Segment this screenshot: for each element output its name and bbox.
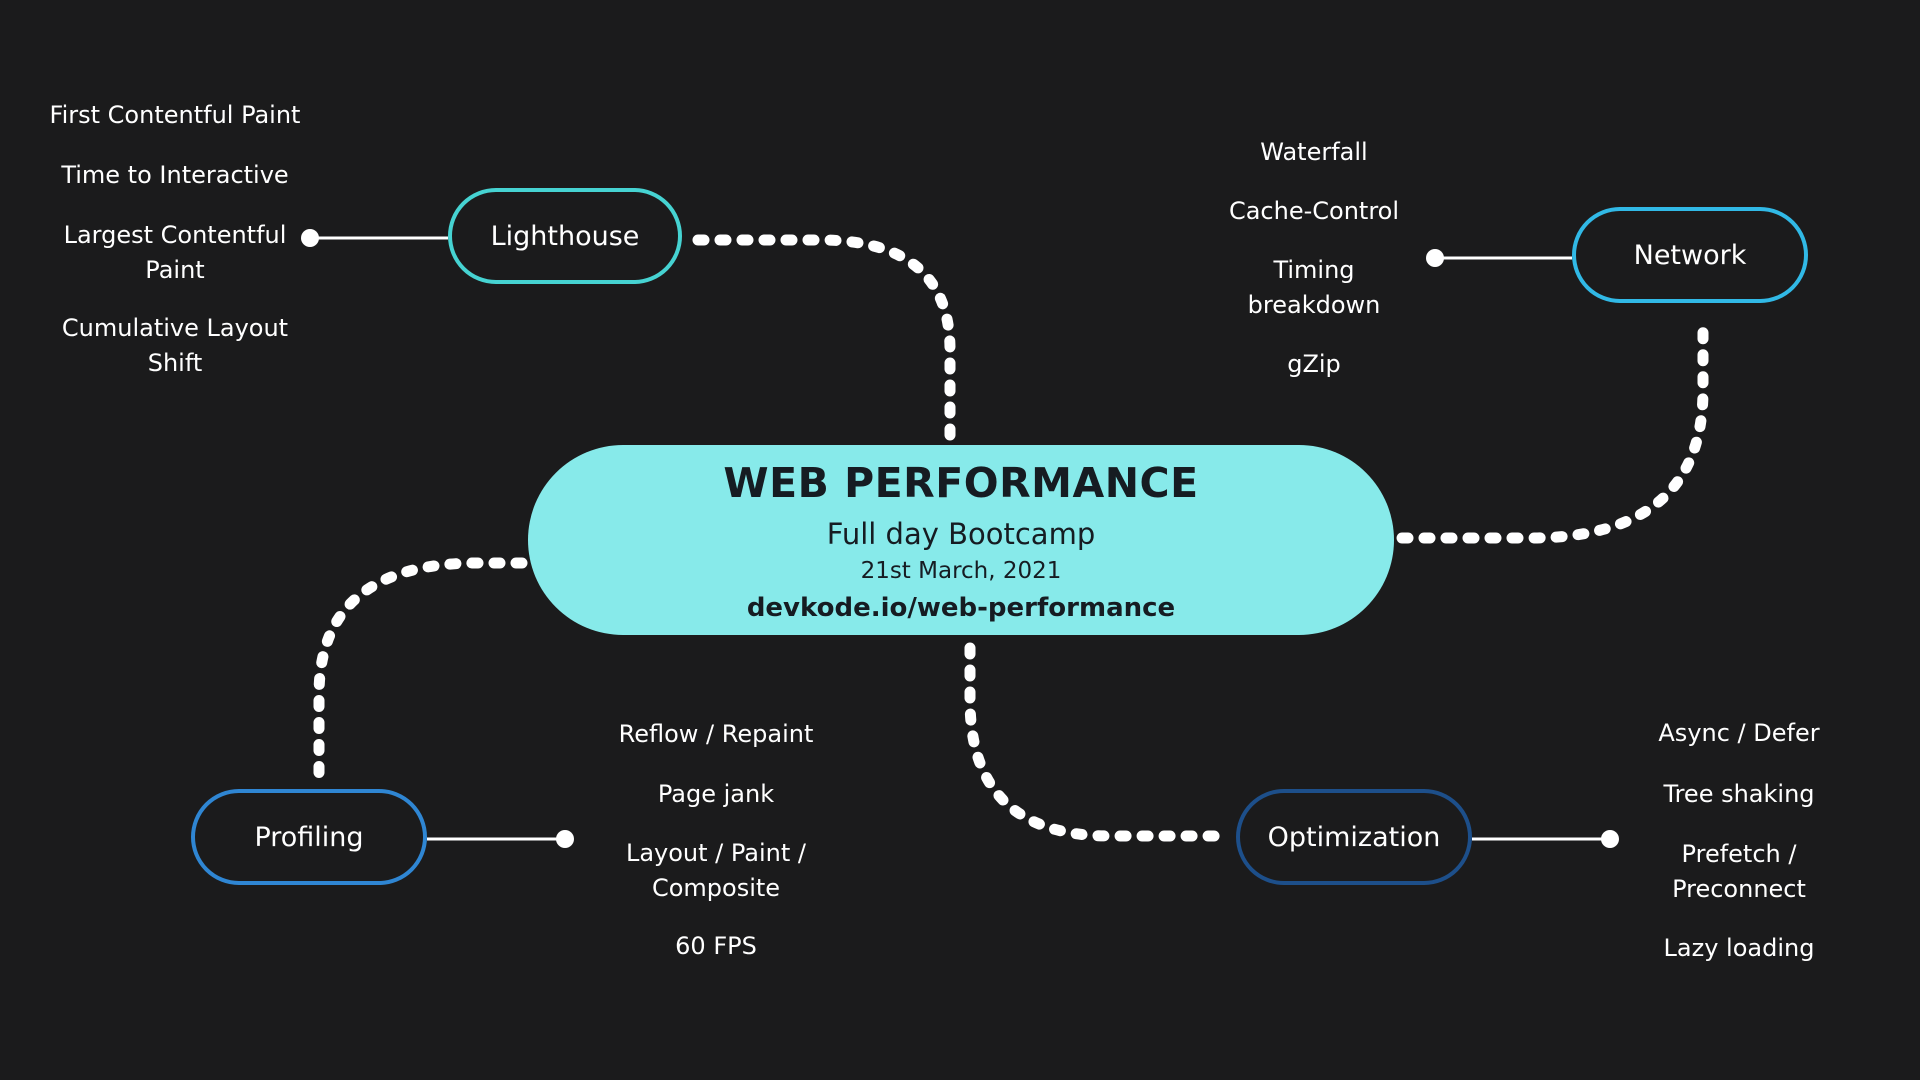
profiling-item: Page jank (657, 780, 775, 808)
profiling-item: Layout / Paint / Composite (625, 839, 807, 902)
connector-optimization (964, 642, 1228, 842)
network-item: gZip (1287, 350, 1341, 378)
network-item: Waterfall (1260, 138, 1368, 166)
topic-network[interactable]: Network (1572, 207, 1808, 303)
optimization-item: Lazy loading (1663, 934, 1815, 962)
lighthouse-item: Cumulative Layout Shift (61, 314, 289, 377)
lighthouse-item: Time to Interactive (61, 161, 289, 189)
topic-lighthouse[interactable]: Lighthouse (448, 188, 682, 284)
center-link[interactable]: devkode.io/web-performance (746, 593, 1176, 623)
profiling-items-dot (556, 830, 574, 848)
center-node: WEB PERFORMANCE Full day Bootcamp 21st M… (528, 445, 1394, 635)
lighthouse-item: First Contentful Paint (49, 101, 301, 129)
topic-optimization[interactable]: Optimization (1236, 789, 1472, 885)
lighthouse-item: Largest Contentful Paint (63, 221, 287, 284)
lighthouse-items-dot (301, 229, 319, 247)
center-title: WEB PERFORMANCE (723, 459, 1199, 507)
center-subtitle: Full day Bootcamp (826, 517, 1096, 551)
connector-lighthouse (692, 234, 956, 441)
optimization-item: Prefetch / Preconnect (1672, 840, 1806, 903)
optimization-items-dot (1601, 830, 1619, 848)
center-date: 21st March, 2021 (860, 558, 1062, 584)
profiling-item: 60 FPS (675, 932, 757, 960)
network-item: Cache-Control (1228, 197, 1400, 225)
network-items-dot (1426, 249, 1444, 267)
profiling-item: Reflow / Repaint (618, 720, 814, 748)
connector-network (1396, 319, 1709, 544)
optimization-item: Async / Defer (1658, 719, 1820, 747)
optimization-item: Tree shaking (1663, 780, 1815, 808)
network-item: Timing breakdown (1247, 256, 1381, 319)
connector-profiling (313, 557, 528, 784)
topic-profiling[interactable]: Profiling (191, 789, 427, 885)
